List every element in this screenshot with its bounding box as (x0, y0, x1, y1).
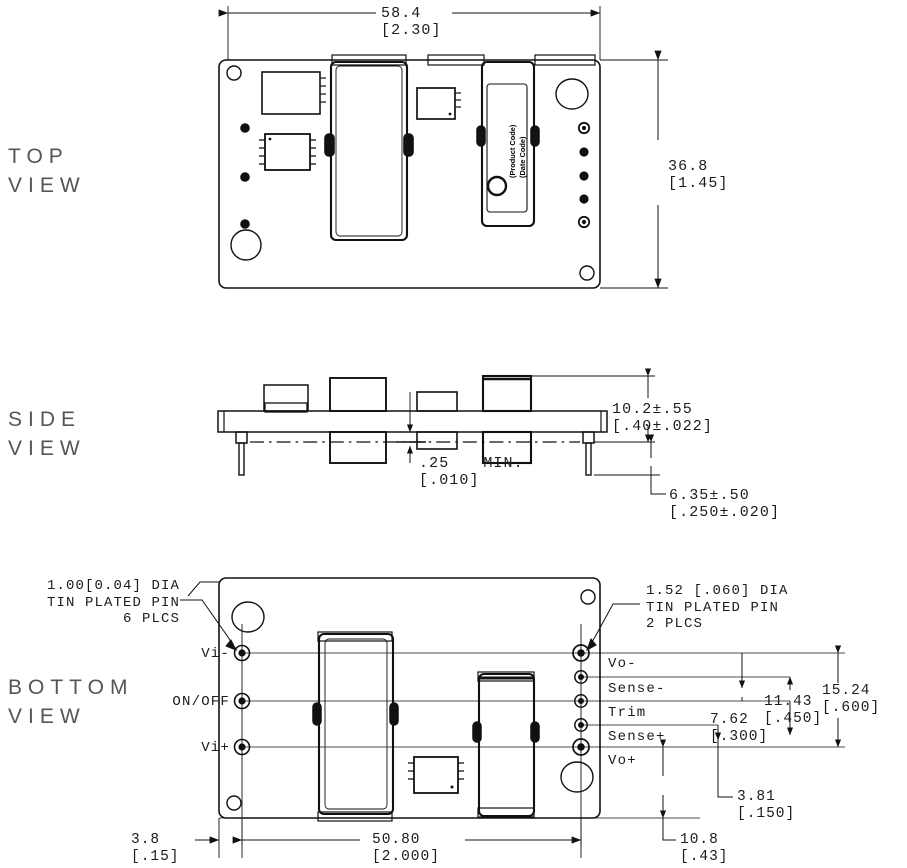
dim-side-height-mm: 10.2±.55 (612, 401, 693, 418)
date-code-text: (Date Code) (518, 136, 527, 178)
dim-10-8-mm: 10.8 (680, 832, 719, 848)
callout-left-line2: TIN PLATED PIN (46, 594, 180, 611)
dim-15-24-mm: 15.24 (822, 683, 871, 699)
dim-15-24-inch: [.600] (822, 700, 881, 716)
dim-3-8-inch: [.15] (131, 849, 180, 865)
pin-label-sense-plus: Sense+ (608, 729, 666, 745)
callout-left-line3: 6 PLCS (122, 611, 180, 627)
dim-top-height-mm: 36.8 (668, 158, 709, 175)
dim-50-80: 50.80[2.000] (372, 832, 440, 866)
pin-label-vi-plus: Vi+ (201, 740, 230, 756)
callout-right-line1: 1.52 [.060] DIA (646, 583, 789, 599)
pin-label-vo-minus: Vo- (608, 656, 637, 672)
top-view-geometry (218, 6, 668, 289)
dim-side-standoff-inch: [.010] (419, 472, 480, 489)
dim-11-43-inch: [.450] (764, 711, 823, 727)
dim-7-62-inch: [.300] (710, 729, 769, 745)
pin-label-trim: Trim (608, 705, 647, 721)
dim-15-24: 15.24[.600] (822, 683, 880, 717)
view-label-top-line1: TOP (8, 145, 69, 168)
dim-top-height: 36.8[1.45] (668, 158, 729, 192)
dim-side-pin-length: 6.35±.50[.250±.020] (669, 487, 780, 521)
view-label-top: TOP VIEW (8, 142, 86, 200)
view-label-bottom-line1: BOTTOM (8, 676, 134, 699)
dim-3-8: 3.8[.15] (131, 832, 180, 866)
dim-3-8-mm: 3.8 (131, 832, 161, 848)
dim-side-standoff-mm: .25 (419, 455, 450, 472)
pin-label-on-off: ON/OFF (172, 694, 230, 710)
dim-10-8-inch: [.43] (680, 849, 729, 865)
dim-side-height-inch: [.40±.022] (612, 418, 714, 435)
dim-7-62-mm: 7.62 (710, 712, 749, 728)
dim-side-standoff-suffix: MIN. (483, 455, 524, 472)
dim-3-81: 3.81[.150] (737, 789, 795, 823)
view-label-bottom-line2: VIEW (8, 705, 86, 728)
dim-top-height-inch: [1.45] (668, 175, 729, 192)
dim-top-width: 58.4[2.30] (381, 5, 442, 39)
product-code-label: (Product Code) (508, 124, 518, 178)
date-code-label: (Date Code) (518, 136, 528, 178)
dim-side-pin-length-inch: [.250±.020] (669, 504, 781, 521)
callout-left-line1: 1.00[0.04] DIA (46, 578, 180, 594)
pin-label-vo-plus: Vo+ (608, 753, 637, 769)
pin-label-vi-minus: Vi- (201, 646, 230, 662)
view-label-top-line2: VIEW (8, 174, 86, 197)
dim-11-43: 11.43[.450] (764, 694, 822, 728)
dim-50-80-mm: 50.80 (372, 832, 421, 848)
dim-3-81-mm: 3.81 (737, 789, 776, 805)
dim-11-43-mm: 11.43 (764, 694, 813, 710)
view-label-side-line2: VIEW (8, 437, 86, 460)
view-label-side-line1: SIDE (8, 408, 82, 431)
product-code-text: (Product Code) (508, 124, 517, 178)
side-view-geometry (217, 368, 666, 495)
dim-top-width-mm: 58.4 (381, 5, 422, 22)
callout-right-line3: 2 PLCS (646, 616, 704, 632)
callout-right-line2: TIN PLATED PIN (646, 599, 780, 616)
dim-7-62: 7.62[.300] (710, 712, 768, 746)
dim-50-80-inch: [2.000] (372, 849, 440, 865)
dim-top-width-inch: [2.30] (381, 22, 442, 39)
dim-side-standoff: .25 MIN.[.010] (419, 455, 524, 489)
dim-side-pin-length-mm: 6.35±.50 (669, 487, 750, 504)
view-label-side: SIDE VIEW (8, 405, 86, 463)
view-label-bottom: BOTTOM VIEW (8, 673, 133, 731)
pin-label-sense-minus: Sense- (608, 681, 666, 697)
bottom-view-geometry (180, 577, 845, 858)
dim-10-8: 10.8[.43] (680, 832, 729, 866)
dim-side-height: 10.2±.55[.40±.022] (612, 401, 713, 435)
dim-3-81-inch: [.150] (737, 806, 796, 822)
